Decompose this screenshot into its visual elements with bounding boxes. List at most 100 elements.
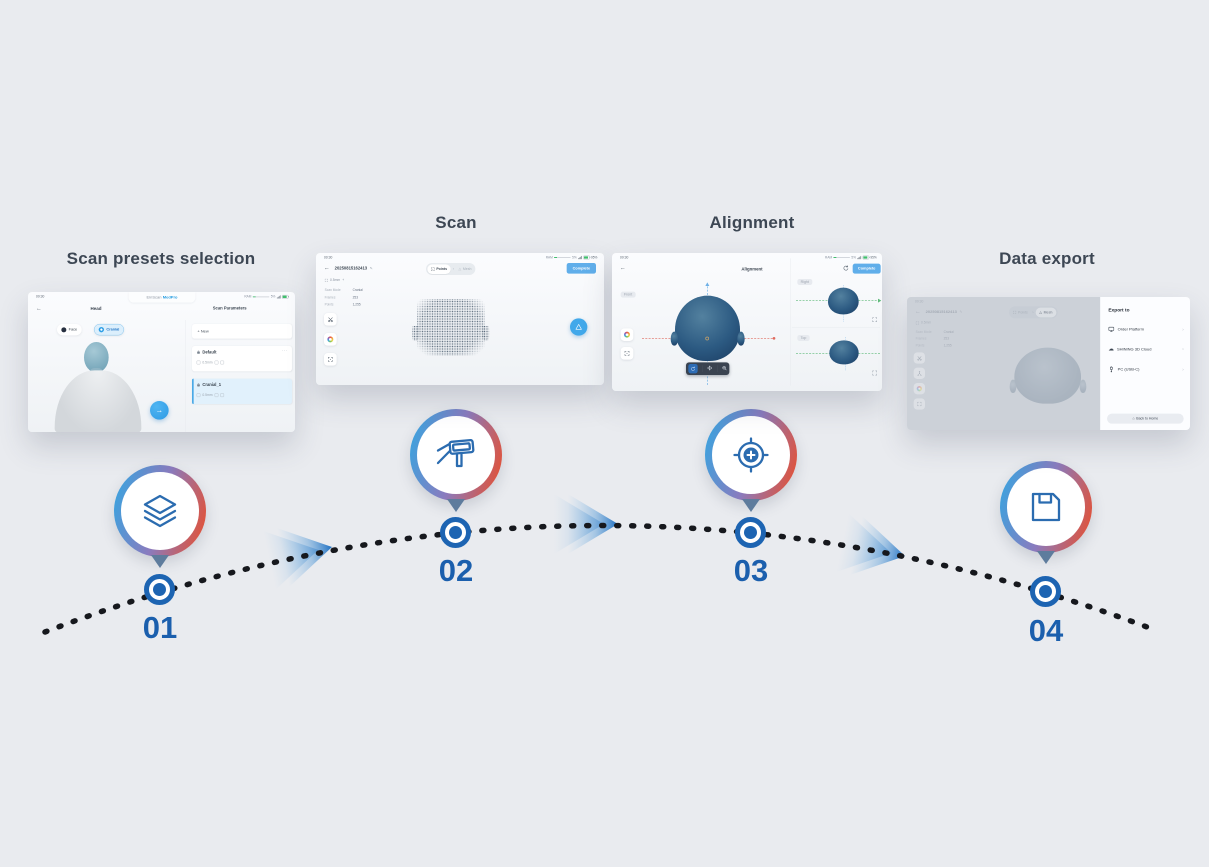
next-button[interactable]: → <box>150 401 169 420</box>
cranial-chip[interactable]: Cranial <box>94 324 125 336</box>
reset-button[interactable] <box>843 265 849 273</box>
status-ram: RAM 5% 95% <box>545 255 598 260</box>
fit-icon <box>324 278 328 282</box>
view-mode-toggle: Points › △ Mesh <box>1009 306 1058 319</box>
dim-overlay <box>907 297 1101 430</box>
project-name-row: 20250815162413 ✎ <box>334 266 373 271</box>
screenshot-export: 09:30 ← 20250815162413 ✎ Points › △ Mesh… <box>907 297 1190 430</box>
pointcloud-ear <box>412 325 420 342</box>
export-option-cloud[interactable]: ☁ SHINING 3D Cloud › <box>1108 346 1184 352</box>
monitor-icon <box>1108 326 1115 332</box>
head-ear <box>737 331 745 346</box>
complete-button[interactable]: Complete <box>852 263 881 274</box>
screenshot-presets: EinScan MedPro 09:30 RAM 5% ← Head Scan … <box>28 292 295 432</box>
export-option-pc-usb[interactable]: PC (USB-C) › <box>1108 366 1184 373</box>
step2-title: Scan <box>435 213 477 232</box>
screenshot-alignment: 09:30 RAM 5% 95% ← Alignment Complete Fr… <box>612 253 882 391</box>
cut-button[interactable] <box>324 313 337 326</box>
expand-icon <box>624 351 630 356</box>
points-icon <box>1013 310 1017 314</box>
color-button[interactable] <box>620 328 634 342</box>
fit-view-button[interactable] <box>620 347 634 360</box>
back-to-home-button[interactable]: ⌂ Back to Home <box>1107 413 1184 424</box>
ram-bar <box>554 257 571 259</box>
rotate-tool[interactable] <box>688 364 698 374</box>
fit-view-button[interactable] <box>324 353 337 366</box>
scan-timer: 00:30 <box>324 255 333 260</box>
z-axis-arrow <box>705 282 710 287</box>
cranial-icon <box>98 327 105 333</box>
transform-toolbar <box>686 362 730 376</box>
step3-marker <box>735 517 766 548</box>
step1-badge <box>114 465 206 557</box>
export-option-order-platform[interactable]: Order Platform › <box>1108 326 1184 332</box>
color-button[interactable] <box>324 333 337 346</box>
tab-points[interactable]: Points <box>427 264 451 274</box>
mesh-button[interactable] <box>570 318 588 336</box>
tab-mesh: △ Mesh <box>1035 307 1057 318</box>
ram-bar <box>252 296 270 298</box>
step1-title: Scan presets selection <box>66 249 256 268</box>
points-icon <box>431 267 435 271</box>
cut-button <box>913 352 926 364</box>
face-chip[interactable]: Face <box>57 324 82 336</box>
more-icon[interactable]: ··· <box>282 347 288 353</box>
flow-arrow-1 <box>263 528 332 590</box>
right-view-head <box>828 287 859 315</box>
head-model <box>675 295 741 362</box>
zoom-tool[interactable] <box>722 365 727 372</box>
screenshot-scan: 00:30 RAM 5% 95% ← 20250815162413 ✎ Poin… <box>316 253 604 385</box>
lock-icon <box>197 350 200 354</box>
expand-icon[interactable] <box>872 370 877 376</box>
fit-icon <box>915 321 919 325</box>
battery-icon <box>583 255 591 260</box>
edit-icon: ✎ <box>959 309 963 314</box>
right-view-label: Right <box>797 279 813 286</box>
cloud-icon: ☁ <box>1108 346 1114 352</box>
tab-points: Points <box>1010 310 1030 314</box>
x-axis-end <box>772 337 776 340</box>
export-panel-title: Export to <box>1108 307 1130 314</box>
lock-icon <box>197 383 200 387</box>
new-preset-button[interactable]: + New <box>192 324 293 339</box>
zoom-icon <box>722 365 727 371</box>
simplify-button <box>913 367 926 380</box>
back-icon[interactable]: ← <box>324 264 330 272</box>
step3-number: 03 <box>733 553 769 588</box>
status-time: 09:30 <box>915 299 924 304</box>
pivot-marker <box>705 336 710 341</box>
edit-icon[interactable]: ✎ <box>369 266 373 271</box>
patient-model <box>51 339 144 432</box>
scanner-icon <box>436 438 475 468</box>
back-icon[interactable]: ← <box>620 264 626 272</box>
status-ram: RAM 5% <box>244 295 290 299</box>
expand-icon[interactable] <box>872 317 877 322</box>
pan-icon <box>707 365 712 371</box>
signal-icon <box>276 295 281 299</box>
step1-marker <box>144 574 175 605</box>
step1-number: 01 <box>142 610 178 645</box>
scissors-icon <box>917 356 922 361</box>
preset-cranial[interactable]: Cranial_1 0.5mm <box>192 378 293 405</box>
step4-marker <box>1030 576 1061 607</box>
status-time: 09:30 <box>36 295 45 299</box>
status-ram: RAM 5% 95% <box>825 255 877 260</box>
export-panel: Export to Order Platform › ☁ SHINING 3D … <box>1100 297 1190 430</box>
project-name-row: 20250815162413 ✎ <box>925 309 963 315</box>
tab-mesh[interactable]: △ Mesh <box>458 267 472 272</box>
step4-badge <box>1000 461 1092 553</box>
pointcloud-ear <box>482 325 490 342</box>
step2-marker <box>440 517 471 548</box>
head-ear <box>670 331 679 346</box>
preset-default[interactable]: Default ··· 0.5mm <box>192 346 293 372</box>
signal-icon <box>857 255 862 260</box>
battery-icon <box>862 255 870 260</box>
complete-button[interactable]: Complete <box>566 263 597 274</box>
mesh-icon: △ <box>1039 310 1042 315</box>
arrow-right-icon: → <box>155 406 164 415</box>
params-panel-title: Scan Parameters <box>212 306 247 311</box>
back-icon[interactable]: ← <box>36 305 42 312</box>
pan-tool[interactable] <box>707 365 712 372</box>
chevron-right-icon: › <box>1182 366 1184 372</box>
pointcloud-model <box>416 299 485 356</box>
